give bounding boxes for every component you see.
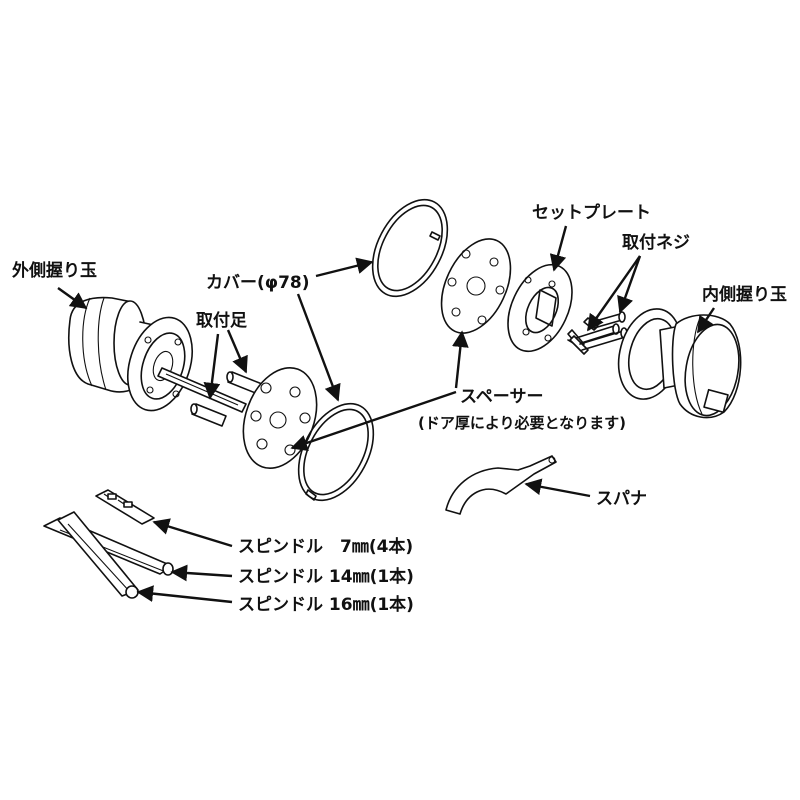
arrow-screw-2	[587, 255, 641, 332]
arrow-spindle-14	[170, 564, 233, 582]
arrow-cover-upper	[315, 257, 374, 278]
cover-ring-upper	[371, 198, 449, 298]
arrow-spindle-16	[136, 585, 233, 604]
label-outer-knob: 外側握り玉	[12, 260, 97, 281]
inner-knob-part	[617, 308, 742, 419]
arrow-spindle-7	[152, 518, 233, 548]
set-plate-part	[507, 263, 573, 353]
arrow-legs-lower	[203, 333, 221, 400]
arrow-cover-lower	[296, 293, 341, 402]
arrow-outer-knob	[57, 287, 88, 309]
label-spacer: スペーサー	[460, 387, 543, 407]
arrow-screw-1	[617, 255, 642, 314]
label-set-plate: セットプレート	[532, 202, 651, 223]
label-spindle-14: スピンドル 14㎜(1本)	[238, 566, 414, 587]
outer-knob-part	[68, 296, 247, 413]
arrow-inner-knob	[697, 307, 715, 334]
label-cover: カバー(φ78)	[206, 273, 310, 293]
arrows	[57, 225, 715, 604]
front-plate-part	[242, 366, 318, 470]
mount-legs-part	[190, 371, 263, 427]
label-mount-screw: 取付ネジ	[622, 232, 690, 253]
label-spanner: スパナ	[596, 489, 647, 509]
arrow-spanner	[524, 478, 591, 498]
label-spacer-note: (ドア厚により必要となります)	[418, 414, 626, 432]
arrow-legs-upper	[226, 329, 248, 374]
arrow-set-plate	[549, 225, 568, 272]
label-mount-legs: 取付足	[196, 310, 247, 331]
arrow-spacer-left	[290, 390, 457, 452]
label-spindle-16: スピンドル 16㎜(1本)	[238, 594, 414, 615]
arrow-spacer-up	[452, 330, 469, 389]
spanner-part	[445, 455, 557, 515]
spindle-7-part	[95, 489, 155, 525]
label-inner-knob: 内側握り玉	[702, 284, 787, 305]
label-spindle-7: スピンドル 7㎜(4本)	[238, 536, 413, 557]
